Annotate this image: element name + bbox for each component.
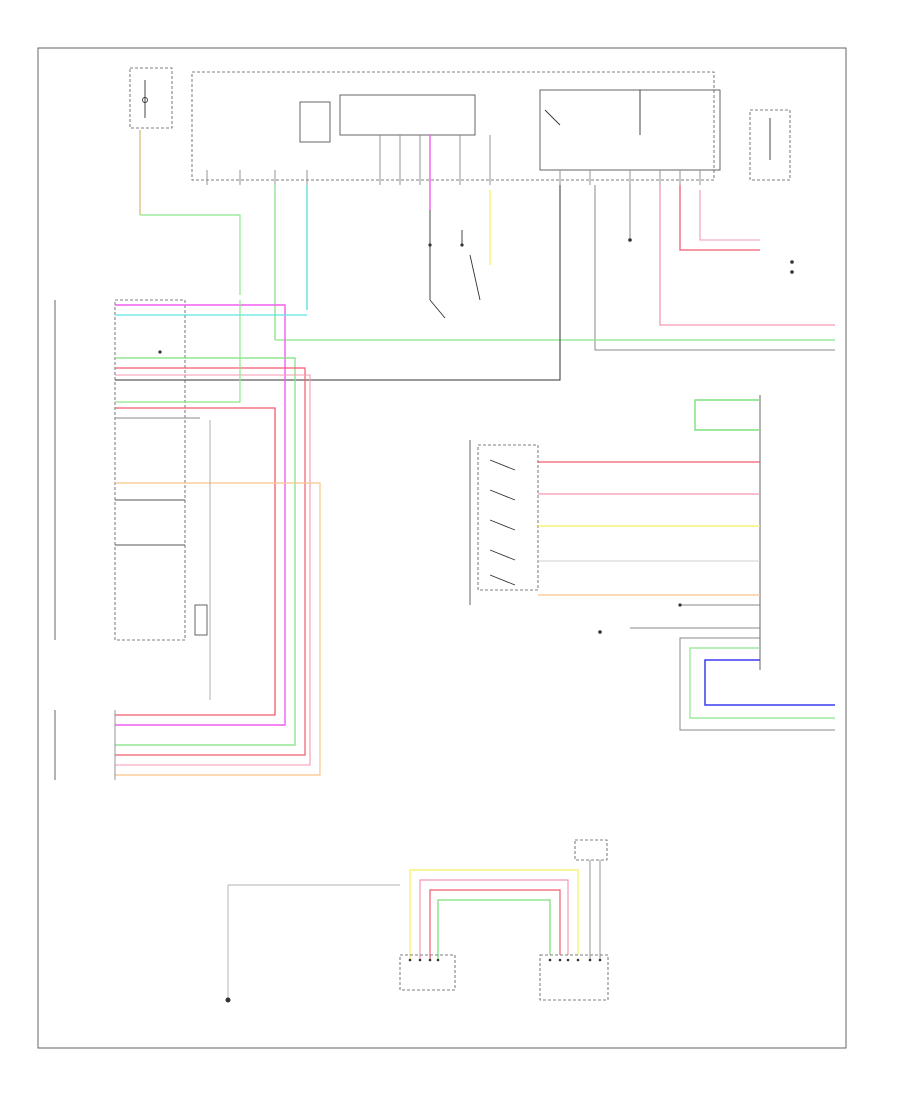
diagram-frame bbox=[37, 47, 847, 1049]
gray-wire-right-lower bbox=[679, 637, 835, 731]
magenta-wire-left-1 bbox=[115, 304, 286, 726]
pink-wire-left-1 bbox=[115, 374, 311, 766]
green-wire-top-left bbox=[140, 214, 241, 295]
top-left-fuse-block bbox=[129, 67, 173, 129]
right-switch-module bbox=[469, 395, 761, 670]
blue-wire-right-lower bbox=[704, 659, 835, 706]
gray-wire-right-border bbox=[594, 185, 835, 351]
red-wire-left-2 bbox=[115, 407, 276, 716]
right-top-splices bbox=[628, 238, 794, 274]
splice-icon bbox=[678, 603, 682, 607]
bottom-top-connector bbox=[574, 839, 608, 861]
red-wire-left-1 bbox=[115, 367, 306, 756]
main-module-pins bbox=[206, 135, 701, 185]
bottom-center-connector bbox=[399, 954, 456, 991]
pink-wire-right-top bbox=[659, 185, 835, 326]
green-wire-right-loop bbox=[694, 399, 760, 431]
green-wire-left-1 bbox=[115, 357, 296, 746]
green-wire-right-lower bbox=[689, 647, 835, 719]
ground-icon bbox=[225, 997, 231, 1003]
pink-wire-right-top-2 bbox=[699, 190, 760, 241]
bottom-connector-wires bbox=[227, 860, 601, 1000]
bottom-right-connector bbox=[539, 954, 609, 1001]
orange-wire-left bbox=[115, 482, 321, 776]
black-wire-left-module-return bbox=[115, 185, 561, 381]
top-right-fuse-block bbox=[749, 109, 791, 181]
splice-icon bbox=[158, 350, 162, 354]
lower-left-connector bbox=[54, 710, 116, 780]
red-wire-right-top bbox=[679, 185, 760, 251]
ground-icon bbox=[598, 630, 602, 634]
green-wire-left-2 bbox=[115, 300, 241, 403]
center-switch-cluster bbox=[428, 210, 481, 319]
main-control-module bbox=[191, 71, 721, 181]
left-control-unit bbox=[54, 299, 208, 641]
